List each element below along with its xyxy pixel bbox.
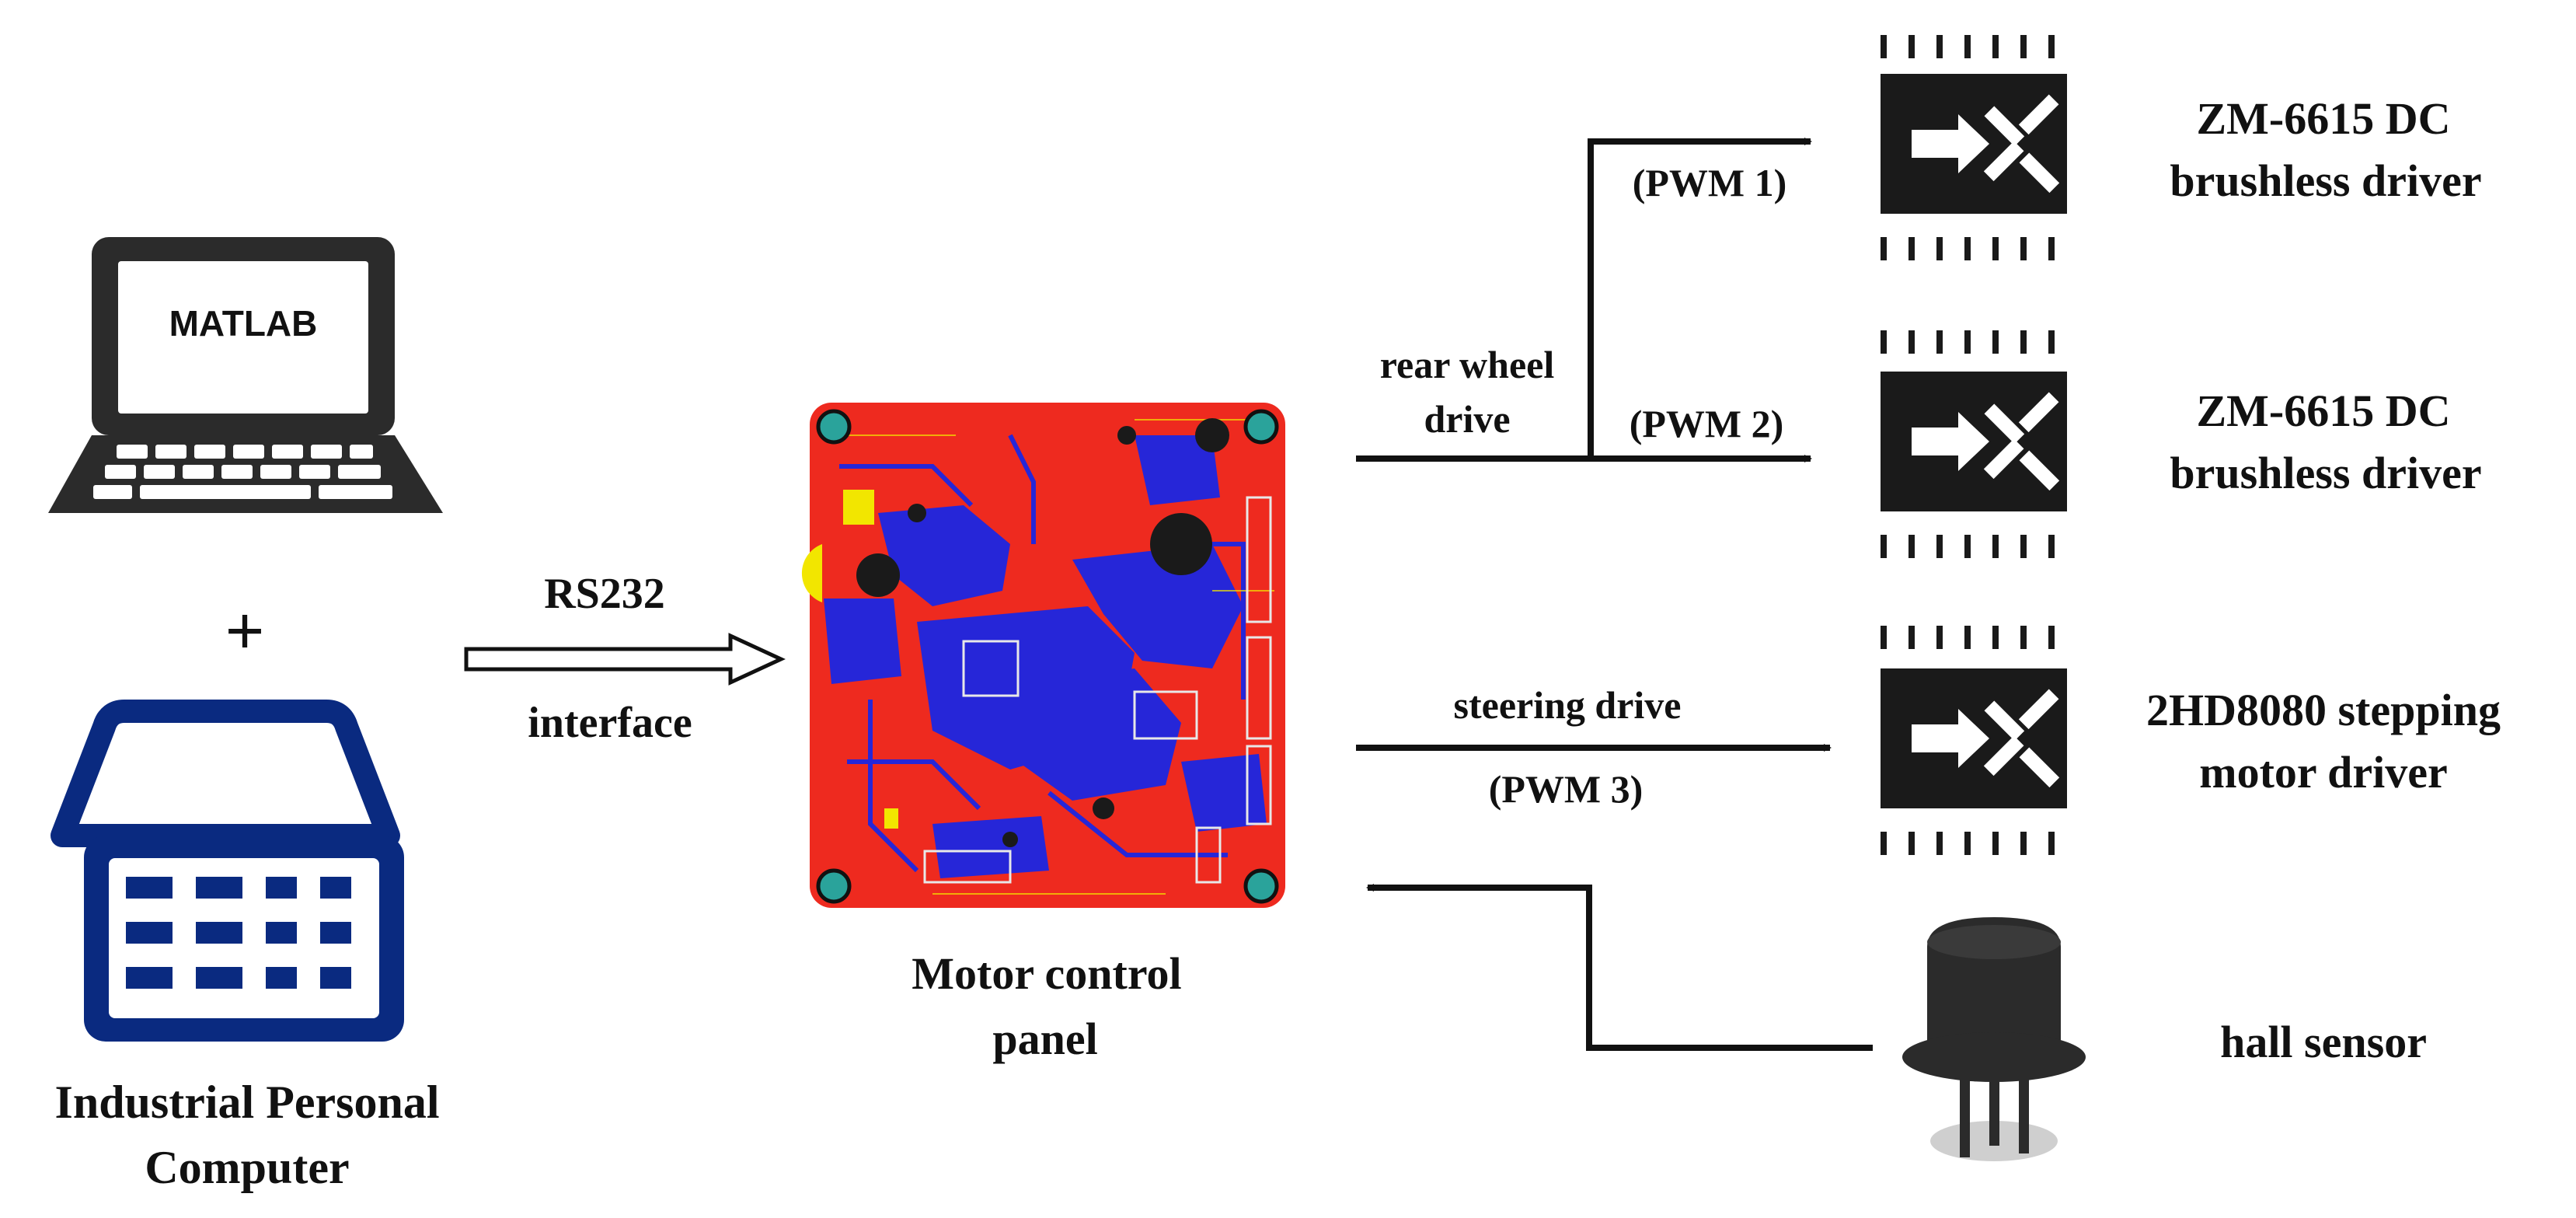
board-label-line2: panel	[992, 1014, 1097, 1064]
pwm2-label: (PWM 2)	[1630, 402, 1784, 445]
driver2-label-line1: ZM-6615 DC	[2196, 386, 2450, 436]
driver-chip-icon	[1881, 330, 2067, 558]
matlab-label: MATLAB	[169, 303, 318, 344]
pcb-board-image	[801, 403, 1285, 908]
rs232-label: RS232	[544, 570, 665, 618]
rear-drive-connector	[1356, 138, 1812, 462]
pwm1-label: (PWM 1)	[1633, 161, 1787, 204]
driver3-label-line1: 2HD8080 stepping	[2146, 685, 2501, 735]
industrial-pc-icon	[51, 700, 404, 1042]
interface-label: interface	[528, 699, 692, 747]
ipc-label-line2: Computer	[145, 1142, 349, 1193]
feedback-connector	[1366, 884, 1873, 1051]
driver2-label-line2: brushless driver	[2170, 448, 2481, 498]
ipc-label-line1: Industrial Personal	[54, 1077, 439, 1128]
rs232-arrow	[464, 633, 786, 686]
steering-label: steering drive	[1454, 683, 1682, 727]
rear-drive-label-line1: rear wheel	[1380, 343, 1555, 386]
laptop-icon	[48, 237, 443, 513]
pwm3-label: (PWM 3)	[1489, 767, 1644, 811]
driver1-label-line1: ZM-6615 DC	[2196, 93, 2450, 144]
driver-chip-icon	[1881, 35, 2067, 260]
hall-sensor-icon	[1902, 917, 2086, 1161]
hall-sensor-label: hall sensor	[2220, 1017, 2427, 1067]
board-label-line1: Motor control	[912, 948, 1181, 999]
rear-drive-label-line2: drive	[1424, 397, 1510, 441]
plus-sign: +	[225, 593, 264, 670]
driver1-label-line2: brushless driver	[2170, 155, 2481, 206]
driver3-label-line2: motor driver	[2199, 747, 2447, 797]
driver-chip-icon	[1881, 626, 2067, 855]
